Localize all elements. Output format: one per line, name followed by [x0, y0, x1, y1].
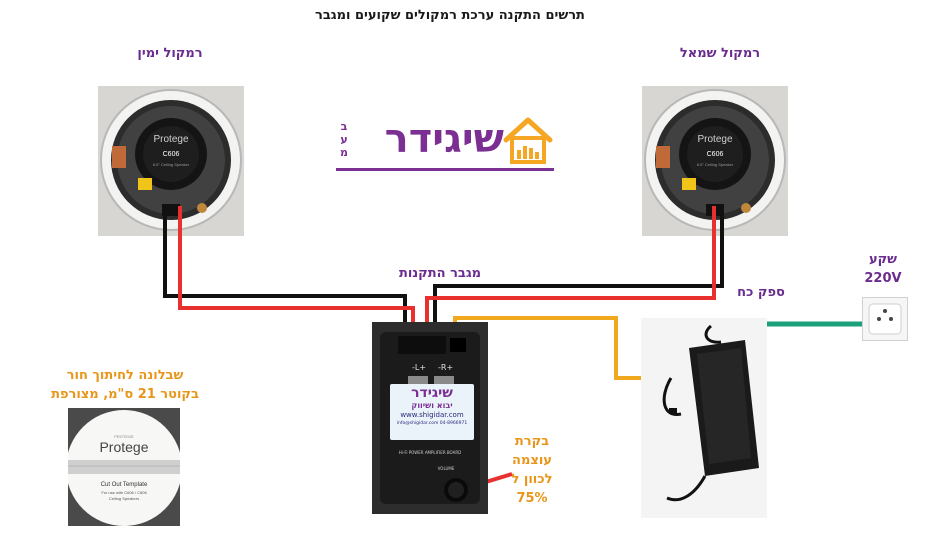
template-label-line2: בקוטר 21 ס"מ, מצורפת — [51, 387, 199, 402]
template-label-line1: שבלונה לחיתוך חור — [66, 368, 184, 383]
sticker-brand: שיגידר — [411, 385, 453, 401]
speaker-caption-text: 6.5" Ceiling Speaker — [697, 162, 734, 167]
template-label: שבלונה לחיתוך חור בקוטר 21 ס"מ, מצורפת — [40, 366, 210, 404]
speaker-model-text: C606 — [163, 151, 180, 158]
volume-label-line1: בקרת — [514, 434, 550, 449]
amp-sticker: שיגידר יבוא ושיווק www.shigidar.com info… — [390, 384, 474, 440]
template-brand-small: PROTEGE — [114, 434, 134, 439]
logo-letter: מ — [340, 146, 348, 159]
wall-outlet-icon — [868, 303, 902, 335]
logo-side-letters: ב ע מ — [336, 120, 352, 159]
ceiling-speaker-image: Protege C606 6.5" Ceiling Speaker — [642, 86, 788, 236]
terminal-right-label: -L+ — [412, 363, 426, 372]
amplifier-label: מגבר התקנות — [398, 266, 482, 281]
house-icon — [503, 117, 553, 164]
template-brand: Protege — [99, 439, 148, 455]
sticker-line1: יבוא ושיווק — [411, 401, 453, 410]
volume-label: בקרת עוצמה לכוון ל 75% — [502, 432, 562, 508]
template-line3: Ceiling Speakers — [109, 496, 139, 501]
outlet-label: שקע 220V — [858, 250, 908, 288]
sticker-contact: info@shigidar.com 04-8966971 — [396, 421, 468, 426]
logo-wordmark: שיגידר — [384, 116, 504, 162]
speaker-brand-text: Protege — [153, 134, 188, 145]
right-speaker-black-wire — [163, 206, 407, 340]
cutout-template-image: PROTEGE Protege Cut Out Template For use… — [68, 408, 180, 526]
diagram-title: תרשים התקנה ערכת רמקולים שקועים ומגבר — [315, 8, 585, 23]
logo-underline — [336, 168, 554, 171]
power-supply-label: ספק כח — [737, 285, 785, 300]
amp-volume-text: VOLUME — [438, 466, 455, 471]
ceiling-speaker-image: Protege C606 6.5" Ceiling Speaker — [98, 86, 244, 236]
left-speaker-label: רמקול שמאל — [679, 46, 761, 61]
right-speaker-photo: Protege C606 6.5" Ceiling Speaker — [98, 86, 244, 236]
terminal-left-label: -R+ — [438, 363, 453, 372]
power-adapter-image — [641, 318, 767, 518]
right-speaker-red-wire — [178, 206, 415, 340]
power-supply-photo — [641, 318, 767, 518]
template-line2: For use with C606 / C806 — [101, 490, 147, 495]
outlet-label-line1: שקע — [868, 252, 898, 267]
amp-board-text: Hi-Fi POWER AMPLIFIER BOARD — [399, 450, 461, 455]
left-speaker-red-wire — [425, 206, 716, 340]
right-speaker-label: רמקול ימין — [137, 46, 203, 61]
speaker-model-text: C606 — [707, 151, 724, 158]
volume-label-line4: 75% — [516, 491, 548, 506]
wall-outlet-photo — [862, 297, 908, 341]
volume-label-line2: עוצמה — [512, 453, 552, 468]
left-speaker-black-wire — [433, 206, 724, 340]
amplifier-photo: -L+ -R+ Hi-Fi POWER AMPLIFIER BOARD VOLU… — [372, 322, 488, 514]
shigidar-logo: ב ע מ שיגידר — [336, 112, 558, 174]
template-line1: Cut Out Template — [101, 482, 148, 488]
logo-letter: ב — [340, 120, 348, 133]
speaker-caption-text: 6.5" Ceiling Speaker — [153, 162, 190, 167]
speaker-brand-text: Protege — [697, 134, 732, 145]
volume-label-line3: לכוון ל — [511, 472, 553, 487]
outlet-label-line2: 220V — [864, 271, 902, 286]
sticker-website: www.shigidar.com — [400, 411, 464, 419]
cutout-template-photo: PROTEGE Protege Cut Out Template For use… — [68, 408, 180, 526]
logo-letter: ע — [340, 133, 348, 146]
